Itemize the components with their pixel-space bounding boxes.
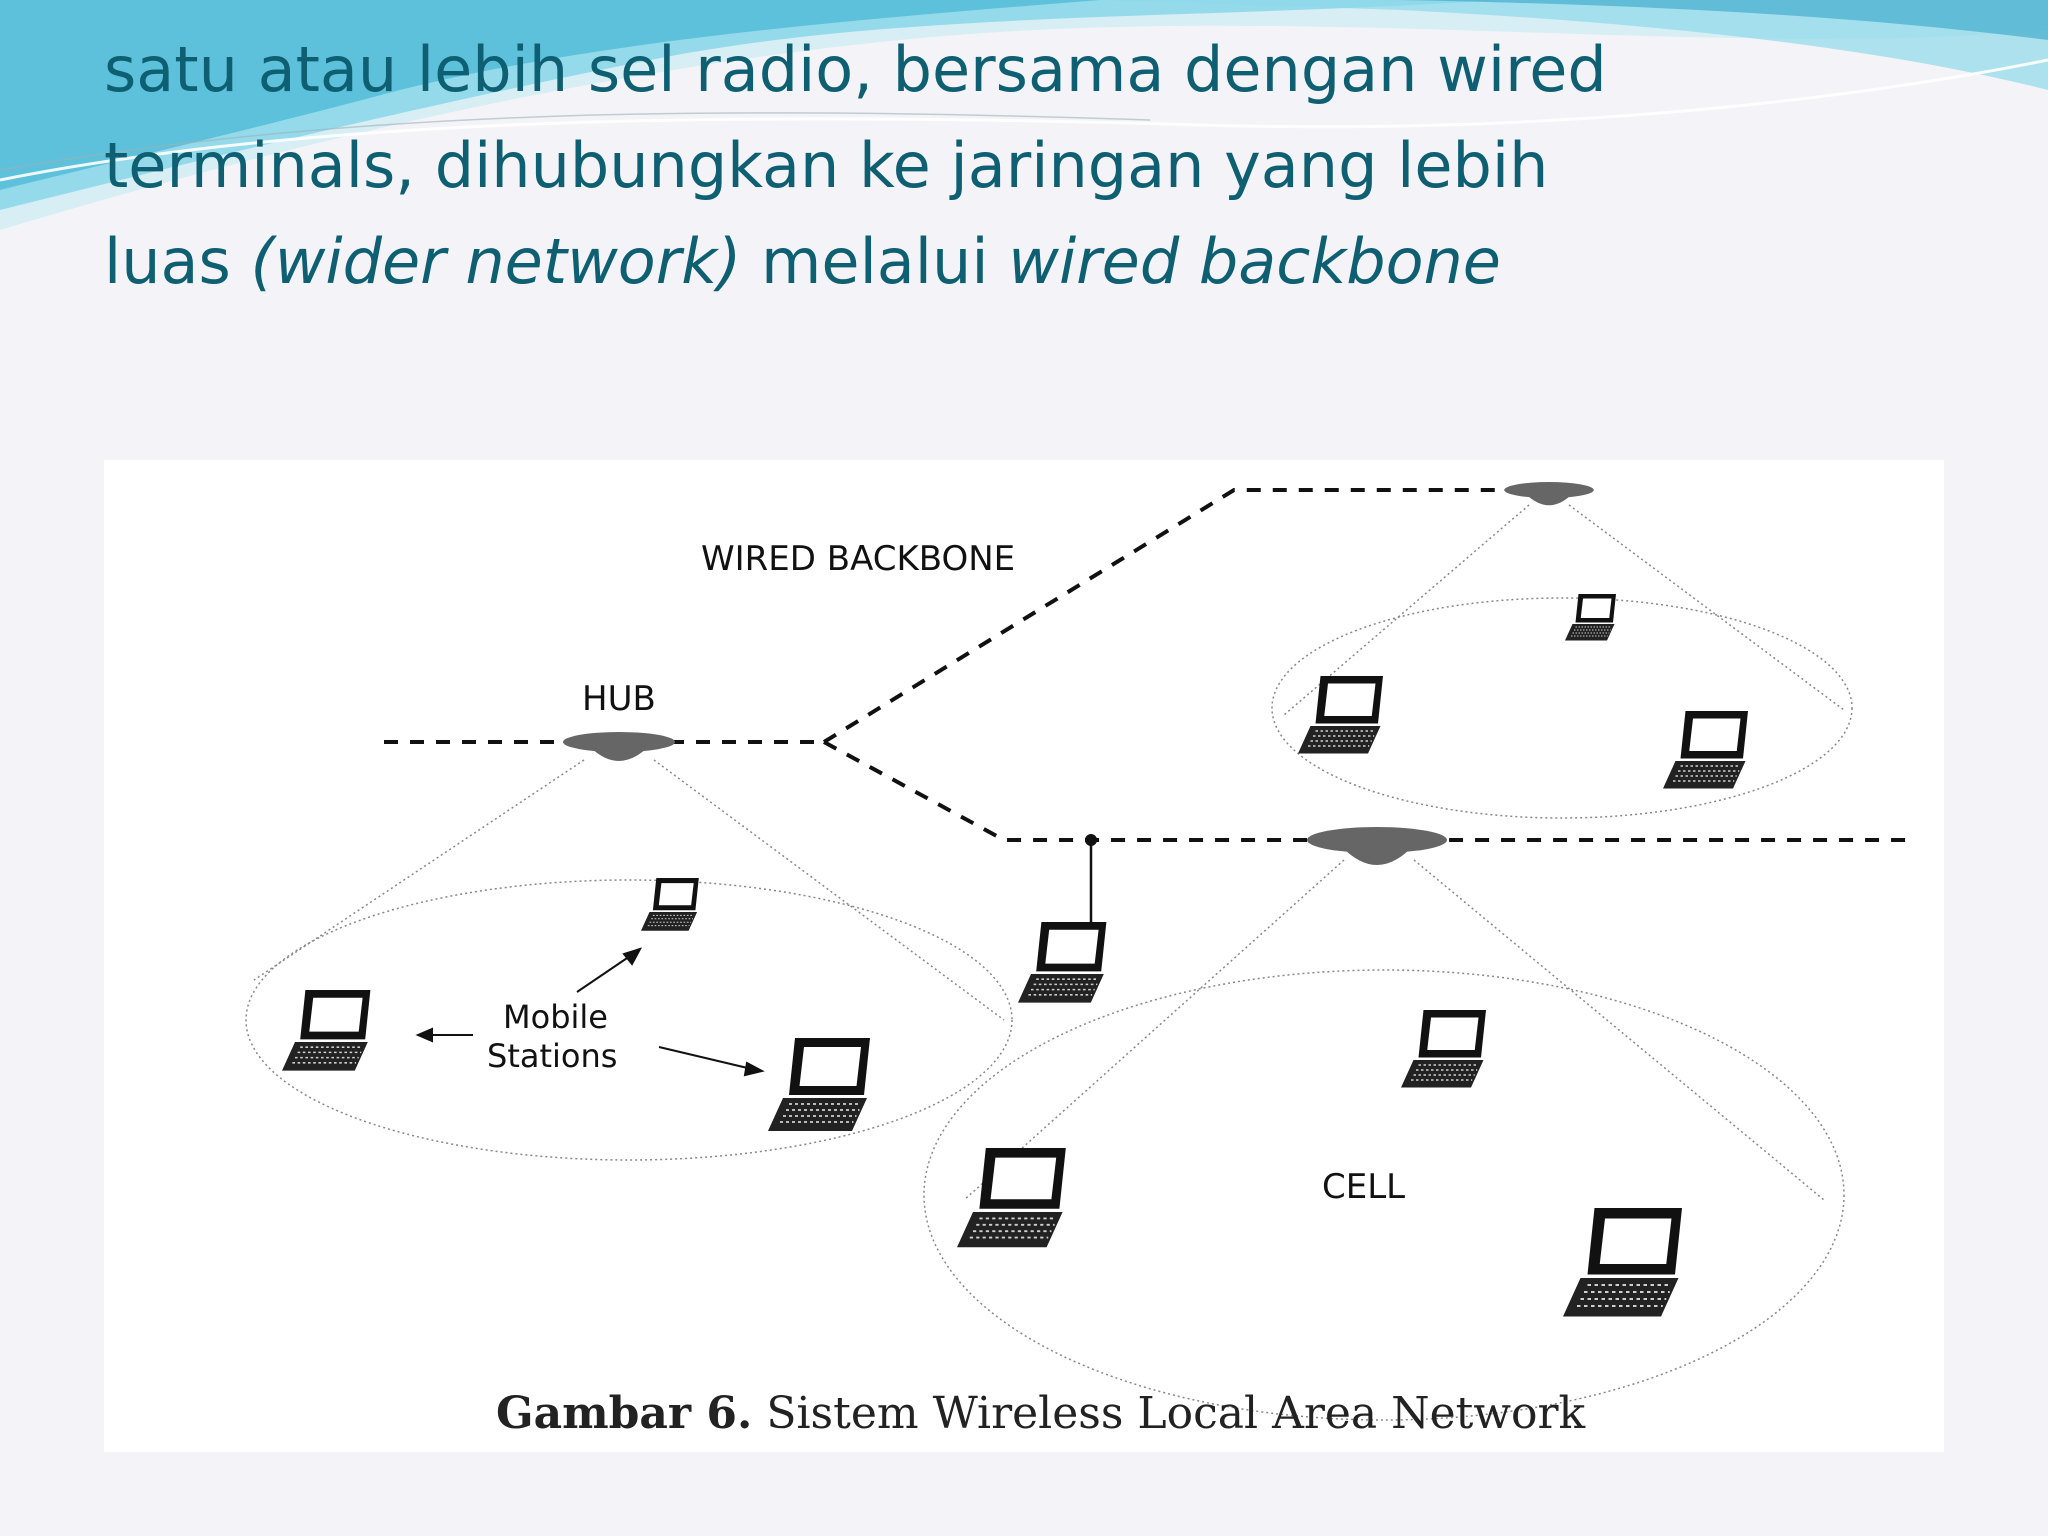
laptop-icon <box>956 1147 1067 1249</box>
label-cell: CELL <box>1322 1167 1405 1207</box>
laptop-icon <box>640 877 700 932</box>
hub-cell <box>1307 827 1447 865</box>
laptop-icon <box>1297 675 1384 755</box>
wired-terminal-link <box>1085 834 1097 930</box>
slide-heading: satu atau lebih sel radio, bersama denga… <box>104 22 1854 310</box>
heading-line-1: satu atau lebih sel radio, bersama denga… <box>104 33 1607 106</box>
backbone-segment-lower <box>823 740 1914 842</box>
cell-left <box>245 879 1013 1161</box>
heading-text-melalui: melalui <box>741 225 1009 298</box>
cell-lower <box>923 969 1845 1421</box>
heading-text-luas: luas <box>104 225 251 298</box>
laptop-icon <box>1564 593 1617 641</box>
laptop-icon <box>281 989 372 1072</box>
backbone-segment-upper <box>822 488 1584 744</box>
coverage-cells <box>245 597 1853 1421</box>
laptop-icon <box>1017 921 1108 1004</box>
station-arrows <box>415 947 765 1077</box>
label-hub: HUB <box>582 679 656 719</box>
laptop-icon <box>1400 1009 1487 1089</box>
label-wired-backbone: WIRED BACKBONE <box>701 539 1015 579</box>
hub-upper-right <box>1504 482 1594 506</box>
laptop-icon <box>1561 1206 1684 1318</box>
laptop-icon <box>1662 710 1749 790</box>
cell-upper-right <box>1271 597 1853 819</box>
laptop-icon <box>767 1037 871 1132</box>
caption-figure-number: Gambar 6. <box>496 1388 752 1439</box>
heading-line-2: terminals, dihubungkan ke jaringan yang … <box>104 129 1549 202</box>
heading-italic-wired-backbone: wired backbone <box>1008 225 1501 298</box>
wlan-diagram: WIRED BACKBONE HUB Mobile Stations CELL … <box>245 482 1914 1439</box>
mobile-stations <box>281 593 1749 1318</box>
caption-title: Sistem Wireless Local Area Network <box>752 1388 1585 1439</box>
label-stations: Stations <box>487 1037 617 1075</box>
figure-panel: WIRED BACKBONE HUB Mobile Stations CELL … <box>104 460 1944 1452</box>
label-mobile: Mobile <box>503 998 608 1036</box>
heading-italic-wider-network: (wider network) <box>250 225 742 298</box>
heading-line-3: luas (wider network) melalui wired backb… <box>104 214 1854 310</box>
hub-left <box>563 732 675 761</box>
figure-caption: Gambar 6. Sistem Wireless Local Area Net… <box>496 1388 1586 1439</box>
decorative-swoosh <box>0 0 2048 230</box>
